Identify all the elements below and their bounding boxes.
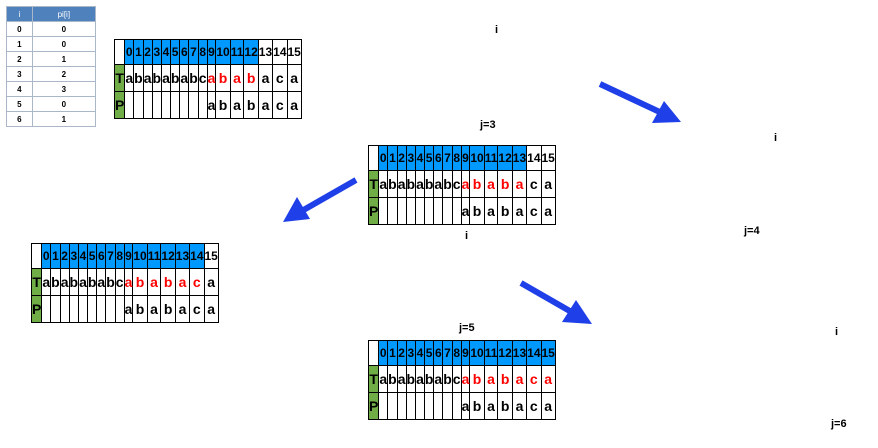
index-cell: 12 [243, 39, 259, 65]
pattern-cell [41, 295, 52, 323]
index-cell: 15 [540, 340, 556, 366]
pi-cell: 1 [31, 111, 97, 127]
pattern-cell [433, 392, 444, 420]
index-cell: 14 [526, 145, 542, 171]
index-cell: 12 [497, 145, 513, 171]
pi-table-header: i pi[i] [6, 6, 97, 22]
pattern-cell: c [526, 197, 542, 225]
index-cell: 12 [497, 340, 513, 366]
pi-header-pi: pi[i] [31, 6, 97, 22]
j-value-label-3: j=5 [459, 322, 475, 334]
arrow-left-down-icon [283, 177, 358, 222]
pattern-cell [78, 295, 88, 323]
index-cell: 10 [132, 243, 148, 269]
pattern-cell: b [469, 197, 485, 225]
pattern-cell [96, 295, 107, 323]
j-value-label-1: j=3 [480, 119, 496, 131]
pattern-cell: a [540, 197, 556, 225]
row-label-p: P [367, 392, 380, 420]
text-cell: b [215, 64, 231, 92]
pattern-cell [378, 392, 389, 420]
text-cell: a [203, 268, 219, 296]
text-cell: a [286, 64, 302, 92]
i-pointer-label-2: i [774, 132, 778, 144]
index-cell: 10 [215, 39, 231, 65]
pattern-cell: b [132, 295, 148, 323]
index-cell: 15 [540, 145, 556, 171]
pattern-cell [161, 91, 171, 119]
index-cell: 15 [203, 243, 219, 269]
pattern-cell [415, 392, 425, 420]
pattern-cell [433, 197, 444, 225]
j-value-label-2: j=4 [744, 225, 760, 237]
i-pointer-label-3: i [465, 230, 469, 242]
pattern-cell [415, 197, 425, 225]
arrow-right-down-icon [598, 81, 681, 123]
row-label-p: P [30, 295, 43, 323]
pattern-cell: a [540, 392, 556, 420]
pattern-cell: b [469, 392, 485, 420]
index-cell: 14 [189, 243, 205, 269]
arrow-right-down-icon [519, 280, 592, 324]
index-cell: 10 [469, 340, 485, 366]
pi-cell: 2 [31, 66, 97, 82]
pattern-cell: a [257, 91, 274, 119]
i-pointer-label-1: i [495, 24, 499, 36]
pattern-cell [396, 392, 407, 420]
pattern-cell [179, 91, 190, 119]
j-value-label-4: j=6 [831, 418, 847, 430]
pattern-cell: a [511, 197, 528, 225]
pattern-cell [378, 197, 389, 225]
index-cell: 11 [483, 340, 499, 366]
pattern-cell: a [203, 295, 219, 323]
text-cell: a [540, 170, 556, 198]
row-label-p: P [367, 197, 380, 225]
pattern-cell [142, 91, 153, 119]
pattern-cell [59, 295, 70, 323]
index-cell: 13 [257, 39, 274, 65]
row-label-p: P [113, 91, 126, 119]
pattern-cell: a [286, 91, 302, 119]
i-pointer-label-4: i [835, 326, 839, 338]
index-cell: 11 [483, 145, 499, 171]
pattern-cell [124, 91, 135, 119]
index-cell: 13 [174, 243, 191, 269]
pattern-cell: b [215, 91, 231, 119]
index-cell: 12 [160, 243, 176, 269]
index-cell: 13 [511, 145, 528, 171]
pattern-cell [396, 197, 407, 225]
index-cell: 15 [286, 39, 302, 65]
index-cell: 13 [511, 340, 528, 366]
